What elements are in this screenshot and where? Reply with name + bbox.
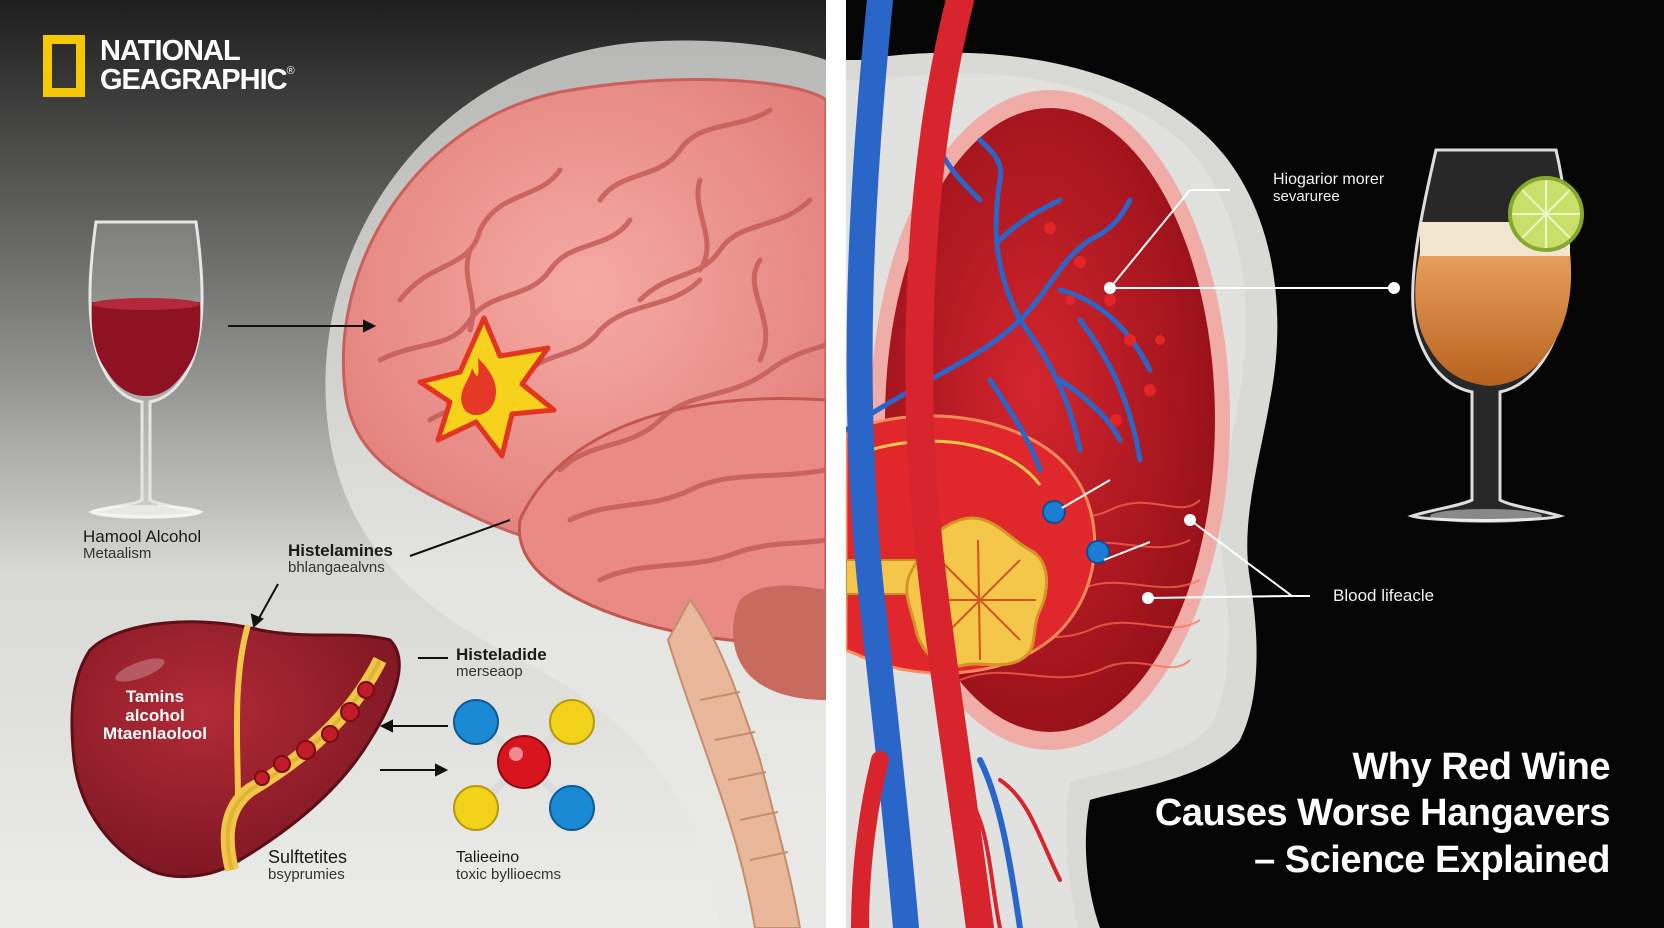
logo-line-2: GEAGRAPHIC	[100, 64, 288, 96]
headline-line1: Why Red Wine	[1352, 746, 1610, 788]
label-histamines-line2: bhlangaealvns	[288, 558, 385, 576]
label-histeladide-line2: merseaop	[456, 662, 523, 680]
yellow-border-icon	[43, 35, 85, 97]
headline-line2: Causes Worse Hangavers	[1154, 792, 1611, 835]
label-histamines: Histelamines bhlangaealvns	[288, 542, 393, 576]
label-liver-line2: alcohol	[125, 705, 185, 725]
label-liver: Tamins alcohol Mtaenlaolool	[80, 687, 230, 744]
label-toxic-line1: Talieeino	[456, 849, 520, 866]
label-histamines-line1: Histelamines	[288, 541, 393, 560]
label-sulfites-line2: bsyprumies	[268, 865, 345, 883]
label-toxic-line2: toxic byllioecms	[456, 865, 562, 883]
label-metabolism-line2: Metaalism	[83, 544, 152, 562]
registered-mark: ®	[286, 65, 295, 77]
label-blood-line1: Blood lifeacle	[1333, 586, 1435, 605]
label-sulfites: Sulftetites bsyprumies	[268, 848, 347, 883]
label-histeladide-line1: Histeladide	[456, 645, 547, 664]
molecule	[453, 699, 595, 831]
logo-line-1: NATIONAL	[100, 35, 241, 67]
label-sulfites-line1: Sulftetites	[268, 847, 348, 867]
label-severity: Hiogarior morer sevaruree	[1273, 171, 1385, 205]
label-metabolism: Hamool Alcohol Metaalism	[83, 528, 201, 562]
label-severity-line2: sevaruree	[1273, 187, 1340, 205]
label-blood: Blood lifeacle	[1333, 587, 1434, 605]
headline-line3: – Science Explained	[1254, 838, 1610, 881]
label-liver-line3: Mtaenlaolool	[103, 724, 207, 744]
label-metabolism-line1: Hamool Alcohol	[83, 527, 202, 546]
label-histeladide: Histeladide merseaop	[456, 646, 547, 680]
red-wine-glass	[87, 220, 205, 519]
brain	[342, 78, 826, 928]
label-toxic: Talieeino toxic byllioecms	[456, 849, 562, 883]
label-liver-line1: Tamins	[125, 687, 185, 706]
blood-vessels	[846, 0, 1062, 928]
national-geographic-logo: NATIONAL GEAGRAPHIC®	[43, 35, 295, 97]
panel-divider	[826, 0, 846, 928]
liver	[70, 620, 401, 879]
logo-wordmark: NATIONAL GEAGRAPHIC®	[100, 35, 295, 96]
beer-glass	[1407, 148, 1584, 523]
headline: Why Red Wine Causes Worse Hangavers – Sc…	[1154, 744, 1611, 883]
label-severity-line1: Hiogarior morer	[1273, 171, 1385, 188]
heart	[846, 90, 1230, 750]
